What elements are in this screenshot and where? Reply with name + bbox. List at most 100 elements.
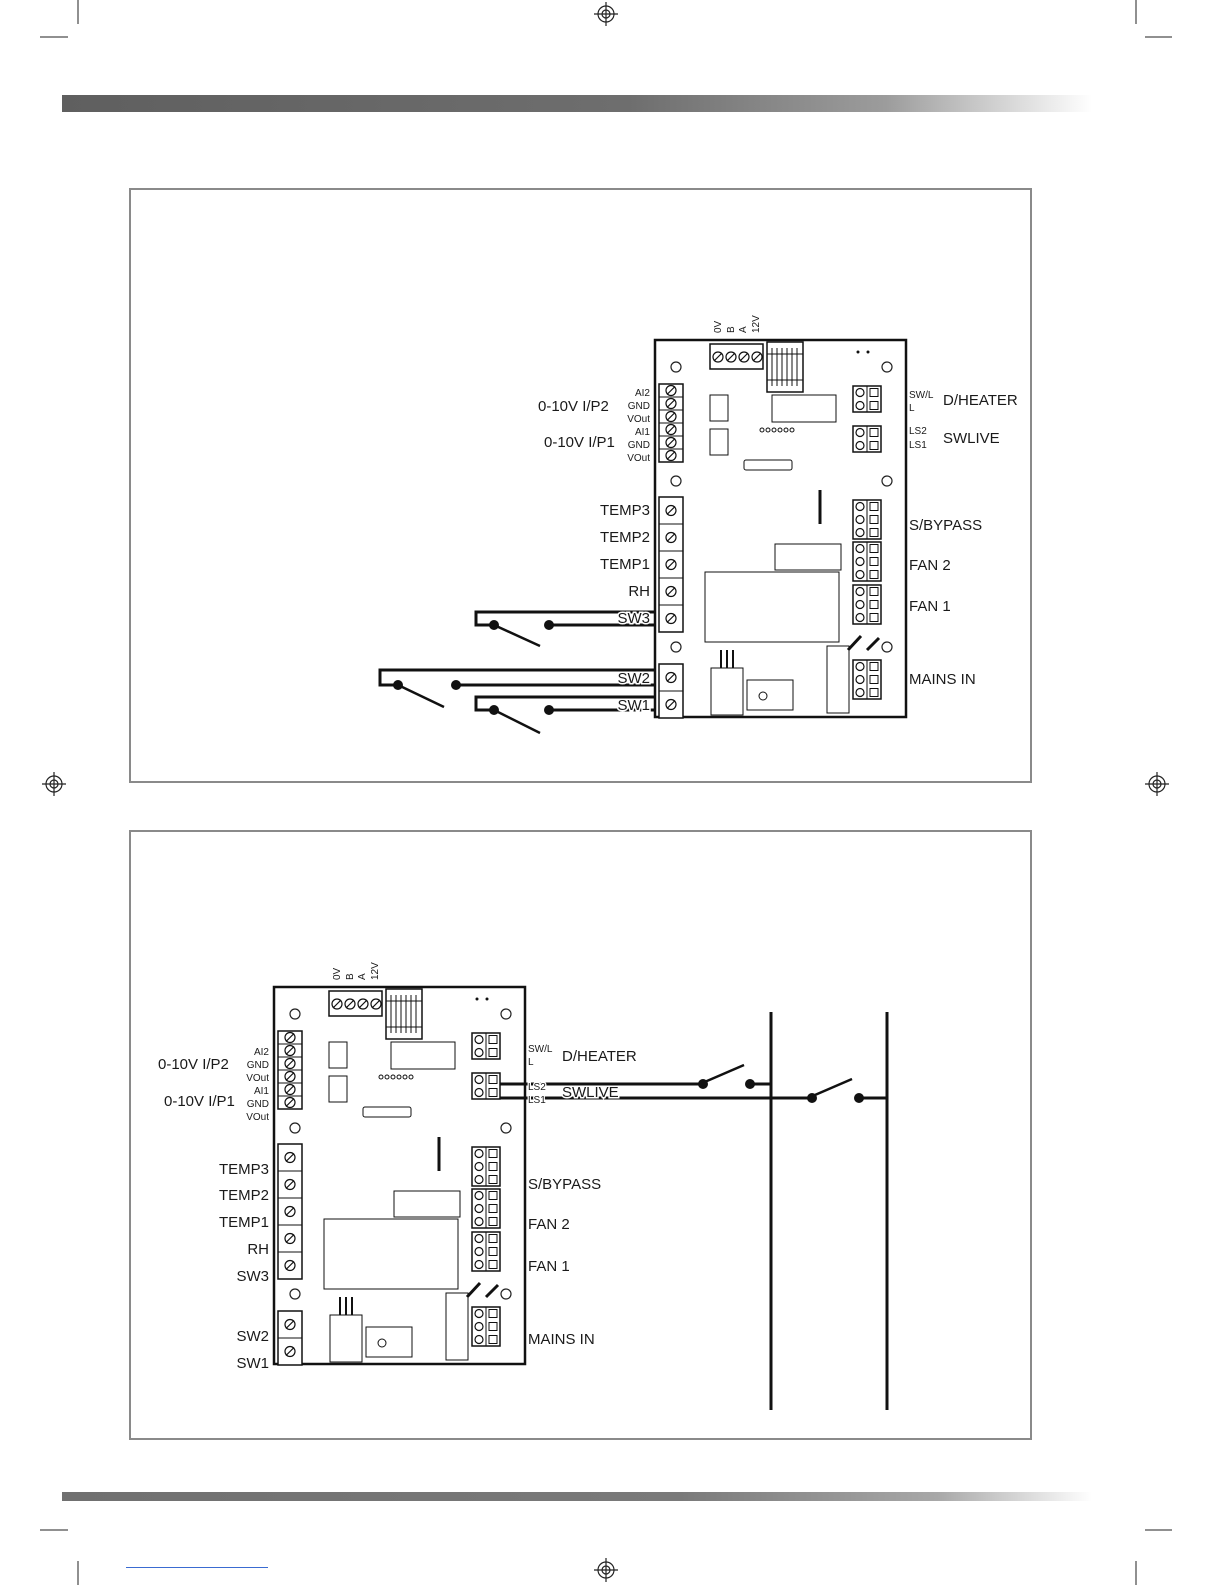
label-temp2: TEMP2 bbox=[219, 1187, 269, 1204]
label-sw1: SW1 bbox=[617, 697, 650, 714]
terminal-screw-icon bbox=[665, 585, 677, 598]
label-d-heater: D/HEATER bbox=[943, 392, 1018, 409]
label-rh: RH bbox=[247, 1241, 269, 1258]
terminal-screw-icon bbox=[474, 1259, 484, 1270]
terminal-screw-icon bbox=[474, 1174, 484, 1185]
bus-label-12v: 12V bbox=[370, 962, 381, 980]
switch-contacts-bottom bbox=[698, 1079, 864, 1103]
terminal-screw-icon bbox=[284, 1318, 296, 1331]
pin-gnd: GND bbox=[247, 1060, 269, 1071]
fan1-terminals bbox=[471, 1231, 501, 1272]
fan2-terminals bbox=[471, 1188, 501, 1229]
pin-vout: VOut bbox=[627, 453, 650, 464]
bus-terminal-block bbox=[328, 990, 383, 1017]
label-mains-in: MAINS IN bbox=[909, 671, 976, 688]
terminal-screw-icon bbox=[855, 387, 865, 398]
terminal-screw-icon bbox=[665, 397, 677, 410]
terminal-screw-icon bbox=[474, 1047, 484, 1058]
terminal-screw-icon bbox=[284, 1044, 296, 1057]
terminal-screw-icon bbox=[474, 1216, 484, 1227]
pin-ls2: LS2 bbox=[909, 426, 927, 437]
switch-terminals bbox=[658, 663, 684, 719]
terminal-screw-icon bbox=[284, 1070, 296, 1083]
switch-terminals bbox=[277, 1310, 303, 1366]
label-sw2: SW2 bbox=[236, 1328, 269, 1345]
fan1-terminals bbox=[852, 584, 882, 625]
pin-gnd: GND bbox=[628, 401, 650, 412]
terminal-screw-icon bbox=[474, 1233, 484, 1244]
terminal-screw-icon bbox=[474, 1321, 484, 1332]
analog-input-terminals bbox=[658, 383, 684, 463]
bus-label-b: B bbox=[726, 326, 737, 333]
terminal-screw-icon bbox=[474, 1161, 484, 1172]
switch-contacts-top bbox=[393, 620, 554, 715]
terminal-screw-icon bbox=[474, 1246, 484, 1257]
header-bar bbox=[62, 95, 1092, 112]
bus-terminal-block bbox=[709, 343, 764, 370]
terminal-screw-icon bbox=[665, 558, 677, 571]
bus-labels-top: 0V B A 12V bbox=[713, 315, 762, 333]
terminal-screw-icon bbox=[855, 527, 865, 538]
pin-vout: VOut bbox=[246, 1073, 269, 1084]
sensor-terminals bbox=[658, 496, 684, 633]
mounting-holes bbox=[670, 361, 893, 653]
control-board-top bbox=[653, 338, 908, 719]
bus-label-b: B bbox=[345, 973, 356, 980]
label-sw1: SW1 bbox=[236, 1355, 269, 1372]
left-terminals bbox=[658, 383, 684, 719]
crop-marks bbox=[40, 0, 1172, 1585]
header-pins bbox=[378, 1074, 414, 1080]
label-fan1: FAN 1 bbox=[528, 1258, 570, 1275]
pin-ai1: AI1 bbox=[635, 427, 650, 438]
live-wiring-bottom bbox=[500, 1012, 889, 1410]
terminal-screw-icon bbox=[855, 674, 865, 685]
ribbon-connector bbox=[766, 341, 804, 393]
mounting-holes bbox=[289, 1008, 512, 1300]
footer-link-line bbox=[126, 1567, 268, 1568]
label-swlive: SWLIVE bbox=[943, 430, 1000, 447]
right-labels-top: SW/L L D/HEATER LS2 LS1 SWLIVE S/BYPASS … bbox=[909, 390, 1018, 688]
terminal-screw-icon bbox=[855, 599, 865, 610]
label-rh: RH bbox=[628, 583, 650, 600]
terminal-screw-icon bbox=[855, 400, 865, 411]
label-mains-in: MAINS IN bbox=[528, 1331, 595, 1348]
pin-l: L bbox=[909, 403, 915, 414]
terminal-screw-icon bbox=[474, 1087, 484, 1098]
diagram-panel-bottom bbox=[129, 830, 1032, 1440]
label-fan2: FAN 2 bbox=[528, 1216, 570, 1233]
terminal-screw-icon bbox=[855, 556, 865, 567]
terminal-screw-icon bbox=[665, 531, 677, 544]
terminal-screw-icon bbox=[665, 449, 677, 462]
terminal-screw-icon bbox=[855, 687, 865, 698]
terminal-screw-icon bbox=[855, 543, 865, 554]
terminal-screw-icon bbox=[284, 1083, 296, 1096]
swlive-terminals bbox=[852, 425, 882, 453]
left-labels-bottom: 0-10V I/P2 AI2 GND VOut 0-10V I/P1 AI1 G… bbox=[158, 1047, 269, 1372]
label-temp1: TEMP1 bbox=[219, 1214, 269, 1231]
bypass-terminals bbox=[852, 499, 882, 540]
terminal-screw-icon bbox=[855, 514, 865, 525]
pin-vout: VOut bbox=[627, 414, 650, 425]
terminal-screw-icon bbox=[284, 1205, 296, 1218]
pin-swl: SW/L bbox=[909, 390, 934, 401]
terminal-screw-icon bbox=[474, 1074, 484, 1085]
label-temp2: TEMP2 bbox=[600, 529, 650, 546]
bus-labels-bottom: 0V B A 12V bbox=[332, 962, 381, 980]
fan2-terminals bbox=[852, 541, 882, 582]
terminal-screw-icon bbox=[855, 427, 865, 438]
pin-vout: VOut bbox=[246, 1112, 269, 1123]
label-d-heater: D/HEATER bbox=[562, 1048, 637, 1065]
terminal-screw-icon bbox=[474, 1203, 484, 1214]
terminal-screw-icon bbox=[665, 671, 677, 684]
label-fan1: FAN 1 bbox=[909, 598, 951, 615]
terminal-screw-icon bbox=[284, 1232, 296, 1245]
sensor-terminals bbox=[277, 1143, 303, 1280]
registration-mark-icon bbox=[594, 2, 618, 26]
terminal-screw-icon bbox=[665, 410, 677, 423]
right-terminals bbox=[852, 385, 882, 700]
bus-label-a: A bbox=[357, 973, 368, 980]
mains-terminals bbox=[471, 1306, 501, 1347]
label-ip2: 0-10V I/P2 bbox=[538, 398, 609, 415]
heater-terminals bbox=[471, 1032, 501, 1060]
